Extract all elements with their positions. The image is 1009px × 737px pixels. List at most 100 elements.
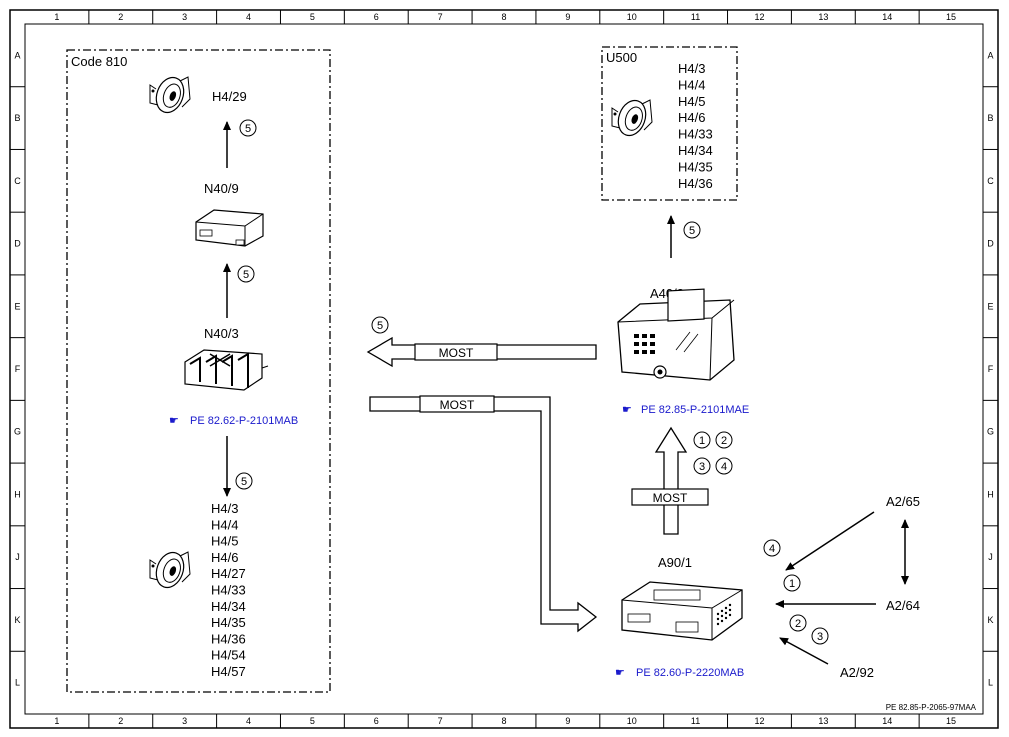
grid-column-label: 8 <box>501 716 506 726</box>
speaker-list-item: H4/4 <box>211 517 238 532</box>
code810-title: Code 810 <box>71 54 127 69</box>
circle-number-5 <box>237 265 255 283</box>
n403-label: N40/3 <box>204 326 239 341</box>
circle-number-5-label: 5 <box>245 123 251 135</box>
grid-row-label: C <box>987 176 994 186</box>
speaker-list-item: H4/3 <box>678 61 705 76</box>
speaker-list-item: H4/35 <box>211 615 246 630</box>
a403-ref-icon: ☛ <box>622 404 632 416</box>
grid-row-label: L <box>988 678 993 688</box>
circle-number-4 <box>715 457 733 475</box>
a265-label: A2/65 <box>886 494 920 509</box>
a403-head-unit-icon <box>617 288 735 381</box>
circle-number-3-label: 3 <box>699 461 705 473</box>
circle-number-4 <box>763 539 781 557</box>
n403-amplifier-icon <box>184 349 269 391</box>
grid-column-label: 7 <box>438 716 443 726</box>
grid-row-label: E <box>14 301 20 311</box>
code810-group-box <box>66 49 331 693</box>
n409-module-icon <box>195 209 264 247</box>
grid-column-label: 14 <box>882 716 892 726</box>
grid-row-label: L <box>15 678 20 688</box>
grid-column-label: 8 <box>501 12 506 22</box>
speaker-list-item: H4/36 <box>678 176 713 191</box>
speaker-list-item: H4/35 <box>678 159 713 174</box>
code810-speaker-list: H4/3H4/4H4/5H4/6H4/27H4/33H4/34H4/35H4/3… <box>211 501 246 679</box>
n409-label: N40/9 <box>204 181 239 196</box>
grid-labels: 1122334455667788991010111112121313141415… <box>14 12 994 726</box>
circle-number-5 <box>371 316 389 334</box>
circle-number-4-label: 4 <box>721 461 727 473</box>
grid-row-label: F <box>15 364 21 374</box>
grid-row-label: D <box>14 239 21 249</box>
grid-row-label: E <box>987 301 993 311</box>
circle-number-1 <box>693 431 711 449</box>
grid-row-label: B <box>14 113 20 123</box>
grid-column-label: 11 <box>691 716 700 726</box>
circle-number-3 <box>811 627 829 645</box>
speaker-icon <box>611 99 653 137</box>
speaker-list-item: H4/4 <box>678 77 705 92</box>
speaker-list-item: H4/34 <box>211 599 246 614</box>
grid-column-label: 6 <box>374 716 379 726</box>
circle-number-1-label: 1 <box>699 435 705 447</box>
a403-ref-link[interactable]: PE 82.85-P-2101MAE <box>641 404 749 416</box>
circle-number-5 <box>235 472 253 490</box>
inner-frame <box>24 23 984 715</box>
grid-row-label: H <box>987 489 994 499</box>
grid-row-label: K <box>987 615 993 625</box>
grid-row-label: G <box>14 427 21 437</box>
grid-column-label: 4 <box>246 716 251 726</box>
circle-number-5-label: 5 <box>243 269 249 281</box>
grid-row-label: F <box>988 364 994 374</box>
arrow-a265-to-a901 <box>785 511 875 571</box>
speaker-icon <box>149 551 191 589</box>
grid-column-label: 11 <box>691 12 700 22</box>
outer-frame <box>9 9 999 729</box>
circle-number-4-label: 4 <box>769 543 775 555</box>
speaker-list-item: H4/33 <box>678 127 713 142</box>
grid-column-label: 5 <box>310 12 315 22</box>
grid-column-label: 3 <box>182 12 187 22</box>
grid-column-label: 1 <box>54 716 59 726</box>
circle-number-5 <box>683 221 701 239</box>
n403-ref-link[interactable]: PE 82.62-P-2101MAB <box>190 415 298 427</box>
circle-number-3-label: 3 <box>817 631 823 643</box>
grid-column-label: 14 <box>882 12 892 22</box>
a901-ref-icon: ☛ <box>615 667 625 679</box>
speaker-list-item: H4/5 <box>678 94 705 109</box>
grid-row-label: D <box>987 239 994 249</box>
u500-title: U500 <box>606 50 637 65</box>
circle-number-5-label: 5 <box>241 476 247 488</box>
grid-column-label: 13 <box>818 12 828 22</box>
grid-column-label: 12 <box>754 716 764 726</box>
grid-column-label: 15 <box>946 12 956 22</box>
circle-number-5-label: 5 <box>689 225 695 237</box>
grid-row-label: B <box>987 113 993 123</box>
most-bus-label: MOST <box>439 346 474 360</box>
speaker-list-item: H4/3 <box>211 501 238 516</box>
circle-number-1 <box>783 574 801 592</box>
arrow-a292-to-a901 <box>779 637 829 665</box>
grid-row-label: A <box>987 50 993 60</box>
circle-number-5-label: 5 <box>377 320 383 332</box>
most-bus-n403-to-a901 <box>369 395 598 633</box>
most-bus-label: MOST <box>653 491 688 505</box>
grid-column-label: 9 <box>565 12 570 22</box>
speaker-list-item: H4/27 <box>211 566 246 581</box>
grid-row-label: H <box>14 489 21 499</box>
h429-label: H4/29 <box>212 89 247 104</box>
a901-ref-link[interactable]: PE 82.60-P-2220MAB <box>636 667 744 679</box>
circle-number-3 <box>693 457 711 475</box>
grid-ticks <box>10 10 998 728</box>
speaker-list-item: H4/54 <box>211 648 246 663</box>
speaker-list-item: H4/34 <box>678 143 713 158</box>
grid-row-label: K <box>14 615 20 625</box>
grid-column-label: 10 <box>627 716 637 726</box>
grid-column-label: 13 <box>818 716 828 726</box>
a901-label: A90/1 <box>658 555 692 570</box>
circle-number-1-label: 1 <box>789 578 795 590</box>
grid-column-label: 7 <box>438 12 443 22</box>
